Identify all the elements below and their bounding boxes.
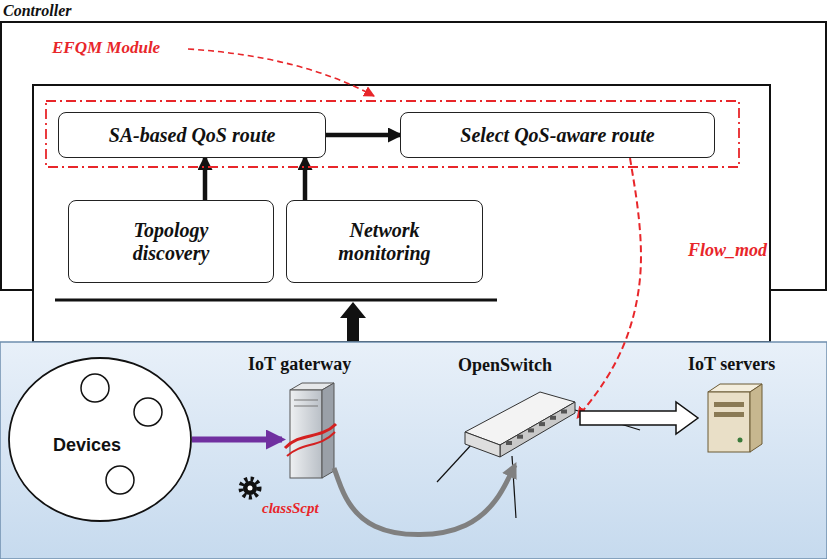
device-label: IoT gaterway	[248, 354, 351, 375]
controller-box: ControllerEFQM ModuleSA-based QoS routeS…	[1, 22, 826, 290]
switch-port	[539, 422, 545, 426]
gear-hole	[248, 486, 253, 491]
device-label: IoT servers	[688, 354, 775, 375]
connector	[326, 135, 400, 136]
switch-wire	[437, 444, 472, 482]
connector-line	[326, 133, 400, 138]
server-slot	[714, 402, 744, 407]
switch-port	[506, 441, 512, 445]
switch-port	[561, 410, 567, 414]
connector-line	[192, 437, 282, 443]
connector	[334, 465, 515, 535]
module-region: EFQM ModuleSA-based QoS routeSelect QoS-…	[45, 100, 740, 168]
server-side	[750, 384, 762, 452]
cloud-outline	[9, 358, 191, 521]
connector	[580, 402, 698, 434]
connector	[305, 158, 306, 200]
process-box: SA-based QoS route	[58, 112, 326, 158]
gateway-slot	[294, 400, 318, 401]
bus-arrow	[340, 302, 366, 341]
switch-port	[550, 416, 556, 420]
connector	[205, 158, 206, 200]
gear-teeth	[241, 479, 259, 497]
box-label: Topology discovery	[106, 219, 236, 265]
connector-line	[203, 158, 208, 200]
server-slot	[714, 412, 744, 417]
bus-bar	[55, 299, 497, 302]
script-label: classScpt	[262, 500, 319, 517]
device-dot	[106, 466, 134, 494]
switch-side	[465, 432, 500, 457]
connector-line	[334, 465, 515, 535]
switch-icon: OpenSwitch	[460, 385, 578, 465]
switch-ports	[506, 410, 567, 446]
box-label: SA-based QoS route	[109, 124, 276, 147]
server-led	[738, 438, 743, 443]
gateway-icon: IoT gaterwayclassScpt	[282, 378, 334, 483]
server-icon: IoT servers	[700, 378, 768, 458]
region-outline	[46, 101, 739, 167]
connector	[578, 158, 641, 417]
switch-port	[528, 428, 534, 432]
box-label: Network monitoring	[320, 219, 450, 265]
box-label: Select QoS-aware route	[460, 124, 654, 147]
edge-label: Flow_mod	[688, 240, 767, 261]
controller-inner-frame	[33, 85, 770, 342]
gear-body	[243, 481, 257, 495]
device-label: OpenSwitch	[458, 355, 552, 376]
switch-front	[500, 402, 575, 457]
connector	[192, 439, 282, 440]
device-cloud: Devices	[8, 357, 192, 522]
process-box: Network monitoring	[286, 200, 483, 283]
data-plane-band	[0, 342, 827, 559]
connector-line	[578, 158, 641, 417]
server-front	[708, 392, 750, 452]
gateway-band	[287, 432, 335, 456]
device-dot	[134, 398, 162, 426]
switch-port	[517, 435, 523, 439]
cloud-label: Devices	[53, 435, 121, 456]
block-arrow	[580, 402, 698, 434]
module-label: EFQM Module	[52, 38, 160, 58]
gateway-slot	[294, 406, 318, 407]
leader-line	[188, 49, 374, 96]
process-box: Select QoS-aware route	[400, 112, 715, 158]
process-box: Topology discovery	[68, 200, 274, 283]
connector-line	[303, 158, 308, 200]
device-dot	[81, 374, 109, 402]
heading: Controller	[3, 2, 71, 20]
